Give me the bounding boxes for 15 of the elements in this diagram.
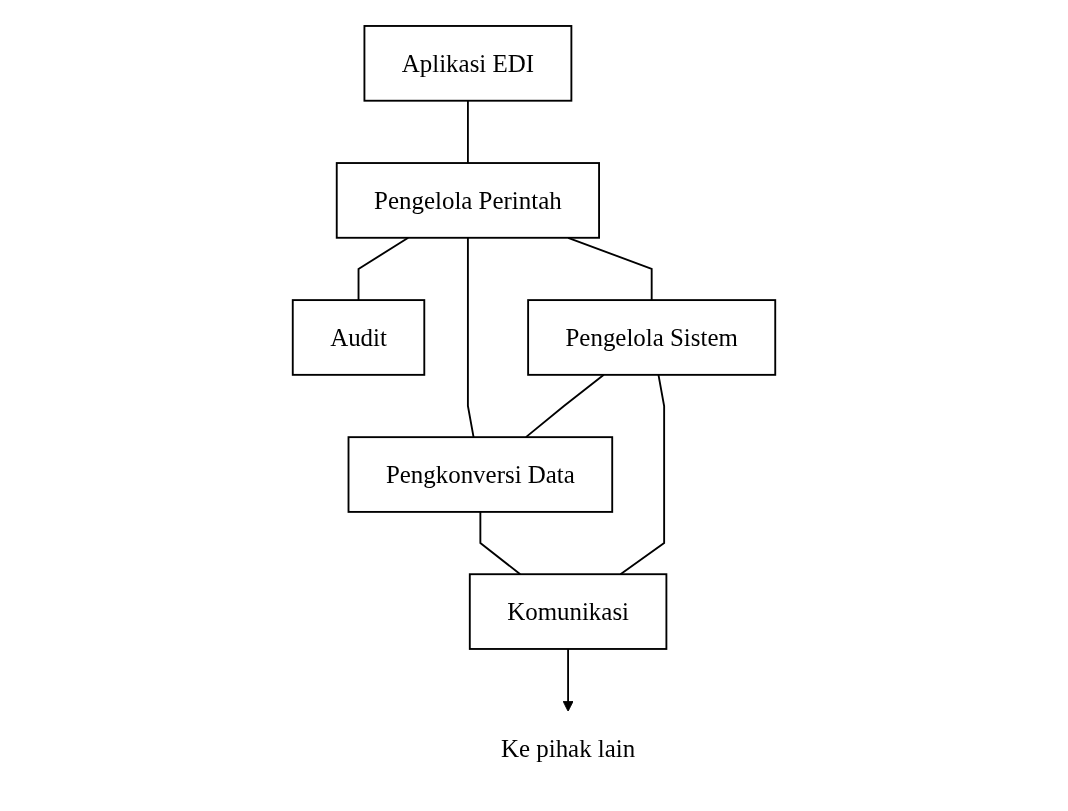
connector (479, 510, 522, 575)
node-text: Ke pihak lain (500, 734, 636, 762)
node-box: Pengkonversi Data (347, 435, 614, 513)
connector (466, 99, 469, 164)
connector (619, 373, 666, 575)
connector (466, 236, 475, 438)
connector (357, 236, 410, 301)
arrow (562, 647, 574, 712)
node-box: Audit (291, 298, 426, 376)
connector (525, 373, 605, 438)
node-box: Komunikasi (468, 572, 668, 650)
node-box: Pengelola Sistem (527, 298, 777, 376)
node-box: Aplikasi EDI (363, 24, 573, 102)
node-box: Pengelola Perintah (335, 161, 600, 239)
connector (567, 236, 653, 301)
